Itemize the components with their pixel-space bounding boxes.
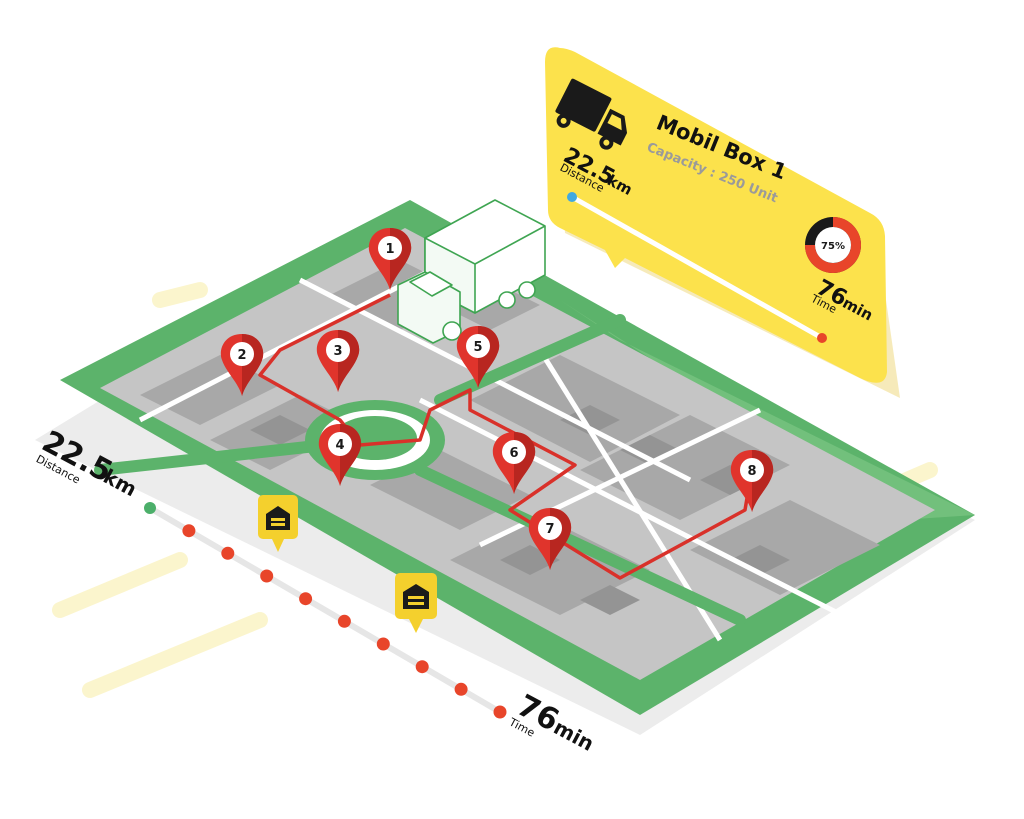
timeline-stop-dot [454, 682, 468, 696]
vehicle-info-card[interactable]: Mobil Box 1 Capacity : 250 Unit 22.5 km … [545, 47, 900, 398]
timeline-stop-dot [221, 546, 235, 560]
map-pin-4[interactable]: 4 [318, 424, 362, 486]
map-pin-3[interactable]: 3 [316, 330, 360, 392]
timeline-stop-dot [493, 705, 507, 719]
truck-icon [555, 78, 628, 150]
warehouse-marker-1[interactable] [258, 495, 298, 552]
warehouse-icon [403, 584, 429, 609]
map-pin-label: 8 [747, 464, 756, 479]
map-pin-8[interactable]: 8 [730, 450, 774, 512]
map-pin-6[interactable]: 6 [492, 432, 536, 494]
timeline-time-unit: min [550, 715, 598, 756]
map-pin-label: 4 [335, 438, 344, 453]
timeline-stop-dot [415, 660, 429, 674]
map-pin-label: 6 [509, 446, 518, 461]
route-timeline [144, 502, 507, 719]
truck-illustration [397, 199, 546, 344]
map-pin-label: 1 [385, 242, 394, 257]
timeline-stop-dot [182, 524, 196, 538]
warehouse-marker-2[interactable] [395, 573, 437, 633]
timeline-stop-dot [337, 614, 351, 628]
map-pin-label: 3 [333, 344, 342, 359]
timeline-start-dot [144, 502, 156, 514]
map-pin-5[interactable]: 5 [456, 326, 500, 388]
timeline-stop-dot [260, 569, 274, 583]
map-pin-2[interactable]: 2 [220, 334, 264, 396]
card-progress-end [817, 333, 827, 343]
timeline-stop-dot [376, 637, 390, 651]
map-pin-label: 2 [237, 348, 246, 363]
timeline-stop-dot [299, 592, 313, 606]
capacity-gauge-fill [805, 217, 861, 273]
warehouse-icon [266, 506, 290, 530]
card-progress-start [567, 192, 577, 202]
map-pin-1[interactable]: 1 [368, 228, 412, 290]
delivery-route [258, 293, 752, 580]
card-progress-track [569, 194, 825, 341]
capacity-gauge-label: 75% [821, 241, 845, 252]
capacity-gauge: 75% [805, 217, 861, 273]
map-pin-7[interactable]: 7 [528, 508, 572, 570]
map-border-light [560, 300, 975, 520]
map-pin-label: 7 [545, 522, 554, 537]
map-pin-label: 5 [473, 340, 482, 355]
